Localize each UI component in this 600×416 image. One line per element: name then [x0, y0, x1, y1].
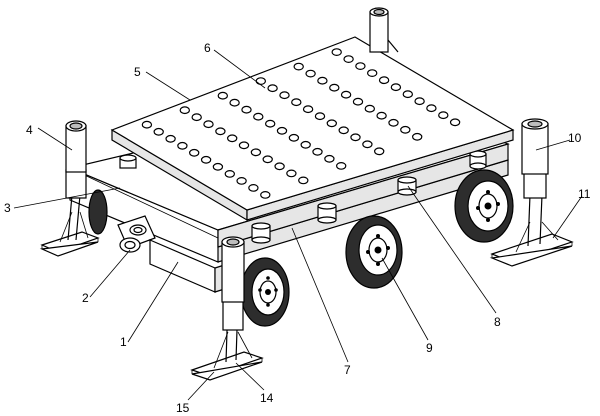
plate-hole [314, 112, 326, 121]
plate-hole [305, 69, 316, 78]
plate-hole [153, 127, 164, 136]
plate-hole [426, 104, 437, 113]
wheel-center [345, 215, 403, 289]
plate-hole [224, 169, 235, 178]
plate-hole [317, 76, 328, 85]
plate-hole [331, 48, 342, 56]
plate-hole [141, 120, 153, 129]
plate-hole [338, 126, 349, 135]
plate-hole [267, 84, 278, 93]
plate-hole [414, 97, 425, 106]
plate-hole [402, 90, 413, 99]
plate-hole [265, 119, 276, 128]
plate-hole [300, 140, 311, 149]
label-part-6: 6 [204, 41, 211, 55]
plate-hole [293, 62, 304, 71]
plate-hole [279, 91, 290, 100]
wheel-front-left [240, 257, 290, 327]
plate-hole [262, 155, 273, 164]
plate-hole [412, 132, 423, 141]
plate-hole [388, 118, 399, 127]
plate-hole [340, 90, 352, 99]
plate-hole [364, 104, 375, 113]
plate-hole [350, 133, 361, 142]
plate-hole [203, 120, 214, 129]
plate-hole [378, 76, 390, 85]
leg-front-left [39, 120, 100, 257]
plate-hole [288, 133, 300, 142]
plate-hole [374, 147, 385, 156]
plate-hole [191, 113, 202, 122]
plate-hole [238, 141, 250, 150]
plate-hole [400, 125, 411, 134]
leg-rear-right [489, 118, 574, 267]
label-part-11: 11 [578, 187, 591, 201]
hitch-bracket [117, 215, 156, 253]
plate-hole [179, 106, 190, 115]
plate-hole [215, 127, 226, 136]
leg-rear-back [369, 7, 399, 53]
wheel-rear [454, 169, 514, 243]
plate-hole [343, 55, 354, 63]
plate-hole [260, 190, 271, 199]
plate-hole [248, 183, 259, 192]
plate-hole [352, 97, 364, 106]
plate-hole [229, 98, 240, 107]
top-plate [110, 36, 515, 222]
plate-hole [165, 134, 176, 143]
plate-hole [324, 154, 335, 163]
plate-hole [329, 83, 340, 92]
plate-holes [141, 48, 461, 199]
label-part-2: 2 [82, 291, 89, 305]
plate-hole [200, 155, 212, 164]
plate-hole [274, 162, 285, 171]
plate-hole [286, 169, 297, 178]
label-part-1: 1 [120, 335, 127, 349]
plate-hole [188, 148, 200, 157]
label-part-9: 9 [426, 341, 433, 355]
plate-hole [312, 147, 323, 156]
plate-hole [438, 111, 449, 120]
label-part-14: 14 [260, 391, 274, 405]
label-part-8: 8 [494, 315, 501, 329]
plate-hole [253, 112, 264, 121]
plate-hole [298, 176, 309, 185]
support-springs [119, 150, 487, 244]
plate-hole [217, 91, 228, 100]
plate-hole [376, 111, 387, 120]
plate-hole [177, 141, 188, 150]
plate-hole [226, 134, 238, 143]
plate-hole [449, 118, 461, 127]
label-part-5: 5 [134, 65, 141, 79]
label-part-15: 15 [176, 401, 190, 415]
leader-lines [13, 49, 583, 401]
plate-hole [255, 77, 266, 85]
plate-hole [276, 126, 288, 135]
plate-hole [302, 105, 314, 114]
plate-hole [241, 105, 252, 114]
label-part-3: 3 [4, 201, 11, 215]
label-part-10: 10 [568, 131, 582, 145]
wheel-left-hidden [88, 189, 108, 235]
leg-front-right [190, 236, 264, 381]
plate-hole [367, 69, 378, 77]
part-labels: 1 2 3 4 5 6 7 8 9 10 11 14 15 [4, 41, 591, 415]
plate-hole [250, 148, 262, 157]
plate-hole [291, 98, 302, 107]
plate-hole [355, 62, 366, 70]
plate-hole [390, 83, 402, 92]
label-part-4: 4 [26, 123, 33, 137]
label-part-7: 7 [344, 363, 351, 377]
plate-hole [236, 176, 247, 185]
plate-hole [362, 140, 373, 149]
plate-hole [326, 119, 337, 128]
plate-hole [212, 162, 224, 171]
plate-hole [336, 161, 347, 170]
